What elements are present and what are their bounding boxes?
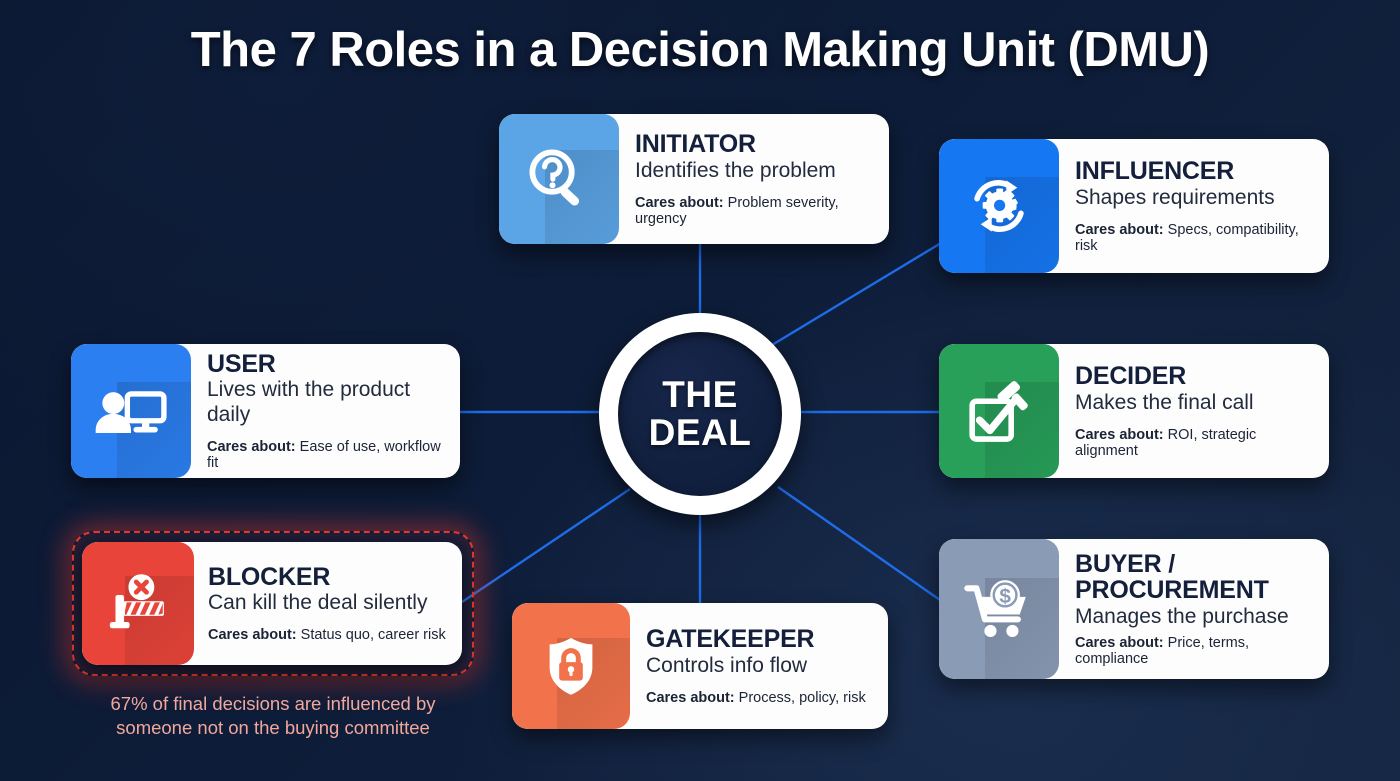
buyer-role-line2: PROCUREMENT	[1075, 576, 1269, 605]
page-title: The 7 Roles in a Decision Making Unit (D…	[190, 23, 1210, 77]
link-hub-influencer	[771, 241, 942, 347]
buyer-role-line1: BUYER /	[1075, 549, 1176, 578]
user-cares-value: Ease of use, workflow fit	[207, 439, 441, 472]
blocker-desc: Can kill the deal silently	[208, 591, 428, 615]
cares-label: Cares about:	[208, 627, 297, 644]
hub-line-2: DEAL	[648, 412, 752, 453]
role-card-buyer[interactable]: $ BUYER / PROCUREMENT Manages the purcha…	[939, 539, 1329, 679]
buyer-cares-value: Price, terms, compliance	[1075, 635, 1250, 668]
cart-dollar-icon: $	[964, 580, 1026, 638]
blocker-body: BLOCKER Can kill the deal silently Cares…	[194, 542, 462, 665]
decider-cares: Cares about: ROI, strategic alignment	[1075, 427, 1315, 459]
buyer-icon-tile: $	[939, 539, 1059, 679]
cares-label: Cares about:	[207, 439, 296, 456]
center-hub: THE DEAL	[599, 313, 801, 515]
decider-body: DECIDER Makes the final call Cares about…	[1059, 344, 1329, 478]
user-icon-tile	[71, 344, 191, 478]
initiator-cares: Cares about: Problem severity, urgency	[635, 195, 875, 227]
link-hub-blocker	[461, 488, 631, 603]
gatekeeper-body: GATEKEEPER Controls info flow Cares abou…	[630, 603, 888, 729]
influencer-icon-tile	[939, 139, 1059, 273]
role-card-decider[interactable]: DECIDER Makes the final call Cares about…	[939, 344, 1329, 478]
role-card-user[interactable]: USER Lives with the product daily Cares …	[71, 344, 460, 478]
influencer-body: INFLUENCER Shapes requirements Cares abo…	[1059, 139, 1329, 273]
influencer-desc: Shapes requirements	[1075, 185, 1275, 209]
user-cares: Cares about: Ease of use, workflow fit	[207, 439, 446, 471]
user-role: USER	[207, 349, 276, 378]
decider-role: DECIDER	[1075, 362, 1187, 391]
buyer-cares: Cares about: Price, terms, compliance	[1075, 635, 1315, 667]
decider-icon-tile	[939, 344, 1059, 478]
role-card-influencer[interactable]: INFLUENCER Shapes requirements Cares abo…	[939, 139, 1329, 273]
role-card-blocker[interactable]: BLOCKER Can kill the deal silently Cares…	[82, 542, 462, 665]
gear-cycle-icon	[974, 180, 1024, 232]
influencer-cares: Cares about: Specs, compatibility, risk	[1075, 222, 1315, 254]
barrier-x-icon	[109, 573, 164, 628]
hub-line-1: THE	[662, 374, 738, 416]
cares-label: Cares about:	[1075, 635, 1164, 652]
user-body: USER Lives with the product daily Cares …	[191, 344, 460, 478]
gatekeeper-desc: Controls info flow	[646, 653, 808, 677]
gatekeeper-cares: Cares about: Process, policy, risk	[646, 690, 874, 706]
initiator-body: INITIATOR Identifies the problem Cares a…	[619, 114, 889, 244]
cares-label: Cares about:	[646, 689, 735, 706]
decider-cares-value: ROI, strategic alignment	[1075, 426, 1257, 459]
blocker-cares-value: Status quo, career risk	[300, 627, 446, 644]
initiator-role: INITIATOR	[635, 130, 756, 159]
center-hub-inner: THE DEAL	[618, 332, 782, 496]
cares-label: Cares about:	[1075, 426, 1164, 443]
initiator-cares-value: Problem severity, urgency	[635, 194, 839, 227]
influencer-role: INFLUENCER	[1075, 157, 1235, 186]
role-card-initiator[interactable]: INITIATOR Identifies the problem Cares a…	[499, 114, 889, 244]
decider-desc: Makes the final call	[1075, 390, 1254, 414]
blocker-cares: Cares about: Status quo, career risk	[208, 627, 448, 643]
blocker-role: BLOCKER	[208, 562, 331, 591]
cares-label: Cares about:	[1075, 221, 1164, 238]
gatekeeper-cares-value: Process, policy, risk	[738, 689, 866, 706]
initiator-icon-tile	[499, 114, 619, 244]
initiator-desc: Identifies the problem	[635, 158, 836, 182]
user-desc: Lives with the product daily	[207, 378, 411, 427]
cares-label: Cares about:	[635, 194, 724, 211]
gavel-checkbox-icon	[969, 381, 1028, 442]
person-monitor-icon	[95, 391, 167, 433]
buyer-body: BUYER / PROCUREMENT Manages the purchase…	[1059, 539, 1329, 679]
buyer-desc: Manages the purchase	[1075, 604, 1289, 628]
role-card-gatekeeper[interactable]: GATEKEEPER Controls info flow Cares abou…	[512, 603, 888, 729]
magnifier-question-icon	[529, 149, 580, 206]
blocker-icon-tile	[82, 542, 194, 665]
link-hub-buyer	[777, 486, 941, 601]
gatekeeper-role: GATEKEEPER	[646, 625, 815, 654]
svg-text:$: $	[999, 585, 1011, 608]
gatekeeper-icon-tile	[512, 603, 630, 729]
blocker-stat-caption: 67% of final decisions are influenced by…	[110, 693, 436, 739]
influencer-cares-value: Specs, compatibility, risk	[1075, 221, 1299, 254]
shield-lock-icon	[549, 637, 593, 695]
blocker-highlight-border	[72, 531, 474, 676]
